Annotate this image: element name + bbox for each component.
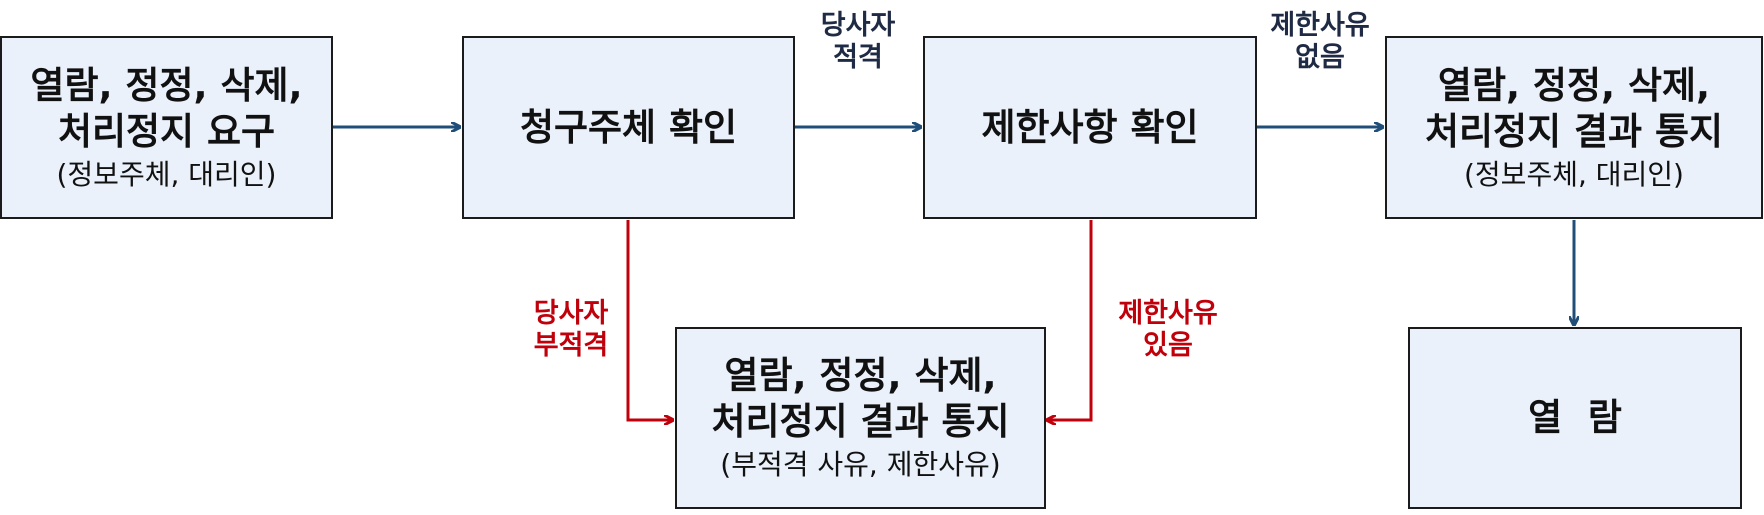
reject-notice-title-line2: 처리정지 결과 통지 [711,400,1010,443]
label-eligible-line1: 당사자 [820,10,896,41]
result-notice-title-line1: 열람, 정정, 삭제, [1437,63,1711,107]
view-title: 열 람 [1528,396,1622,439]
label-no-restriction: 제한사유 없음 [1260,10,1380,74]
reject-notice-title-line1: 열람, 정정, 삭제, [724,354,997,397]
subject-check-box: 청구주체 확인 [462,36,795,219]
result-notice-box: 열람, 정정, 삭제, 처리정지 결과 통지 (정보주체, 대리인) [1385,36,1763,219]
request-subtitle: (정보주체, 대리인) [56,157,277,191]
label-has-restriction-line1: 제한사유 [1118,298,1218,329]
restriction-check-title: 제한사항 확인 [981,105,1199,149]
view-box: 열 람 [1408,327,1742,509]
restriction-check-box: 제한사항 확인 [923,36,1257,219]
label-ineligible: 당사자 부적격 [521,298,621,362]
request-title-line1: 열람, 정정, 삭제, [30,63,303,107]
arrow-ineligible-path [626,220,673,420]
label-eligible: 당사자 적격 [808,10,908,74]
request-box: 열람, 정정, 삭제, 처리정지 요구 (정보주체, 대리인) [0,36,333,219]
result-notice-subtitle: (정보주체, 대리인) [1464,157,1684,191]
reject-notice-box: 열람, 정정, 삭제, 처리정지 결과 통지 (부적격 사유, 제한사유) [675,327,1046,509]
request-title-line2: 처리정지 요구 [57,109,276,153]
reject-notice-subtitle: (부적격 사유, 제한사유) [720,448,1001,481]
label-no-restriction-line1: 제한사유 [1270,10,1370,41]
label-no-restriction-line2: 없음 [1295,42,1345,73]
label-ineligible-line2: 부적격 [533,330,609,361]
label-has-restriction-line2: 있음 [1143,330,1193,361]
label-eligible-line2: 적격 [833,42,883,73]
arrow-restricted-path [1047,220,1093,420]
result-notice-title-line2: 처리정지 결과 통지 [1424,109,1724,153]
subject-check-title: 청구주체 확인 [519,105,738,149]
label-ineligible-line1: 당사자 [533,298,609,329]
label-has-restriction: 제한사유 있음 [1108,298,1228,362]
